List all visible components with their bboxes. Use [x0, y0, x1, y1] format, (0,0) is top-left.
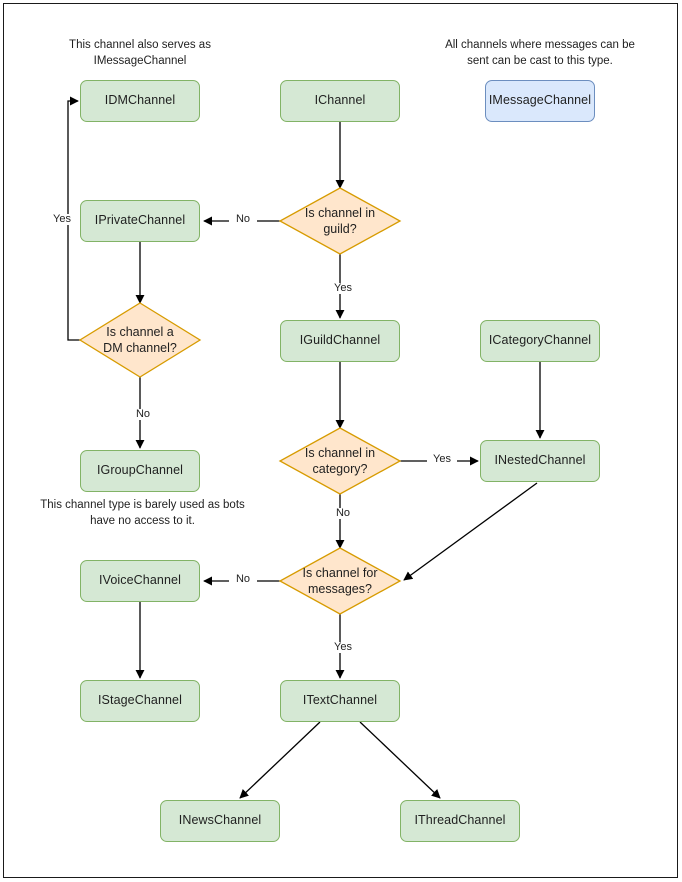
edge-itextchannel-to-inewschannel	[239, 721, 321, 799]
node-label: IVoiceChannel	[99, 573, 181, 588]
edge-label-category-no: No	[329, 508, 357, 519]
decision-line-1: Is channel a	[106, 324, 174, 339]
node-iguildchannel[interactable]: IGuildChannel	[280, 320, 400, 362]
decision-shape-is-in-category	[278, 427, 402, 495]
decision-line-1: Is channel in	[304, 205, 376, 220]
node-ichannel[interactable]: IChannel	[280, 80, 400, 122]
node-label: IGroupChannel	[96, 463, 184, 478]
node-ithreadchannel[interactable]: IThreadChannel	[400, 800, 520, 842]
node-inewschannel[interactable]: INewsChannel	[160, 800, 280, 842]
decision-shape-is-dm-channel	[78, 302, 202, 378]
decision-label: Is channel in category?	[280, 428, 400, 494]
node-label: INewsChannel	[178, 813, 262, 828]
decision-shape-is-in-guild	[278, 187, 402, 255]
decision-line-2: DM channel?	[103, 341, 177, 355]
decision-is-for-messages[interactable]: Is channel for messages?	[280, 548, 400, 614]
decision-line-2: guild?	[323, 222, 357, 236]
edge-label-messages-yes: Yes	[328, 642, 358, 653]
edge-itextchannel-to-ithreadchannel	[359, 721, 441, 799]
decision-line-2: category?	[312, 462, 368, 476]
note-dm-channel: This channel also serves as IMessageChan…	[69, 39, 211, 67]
edge-label-messages-no: No	[229, 574, 257, 585]
decision-line-1: Is channel in	[304, 445, 376, 460]
node-iprivatechannel[interactable]: IPrivateChannel	[80, 200, 200, 242]
decision-is-dm-channel[interactable]: Is channel a DM channel?	[80, 303, 200, 377]
node-itextchannel[interactable]: ITextChannel	[280, 680, 400, 722]
edge-label-dm-no: No	[129, 409, 157, 420]
node-label: IChannel	[314, 93, 366, 108]
edge-label-guild-yes: Yes	[328, 283, 358, 294]
node-label: IGuildChannel	[299, 333, 381, 348]
node-icategorychannel[interactable]: ICategoryChannel	[480, 320, 600, 362]
node-igroupchannel[interactable]: IGroupChannel	[80, 450, 200, 492]
decision-label: Is channel for messages?	[280, 548, 400, 614]
decision-is-in-guild[interactable]: Is channel in guild?	[280, 188, 400, 254]
decision-line-2: messages?	[308, 582, 372, 596]
node-label: ITextChannel	[302, 693, 378, 708]
node-ivoicechannel[interactable]: IVoiceChannel	[80, 560, 200, 602]
node-label: ICategoryChannel	[488, 333, 592, 348]
node-imessagechannel[interactable]: IMessageChannel	[485, 80, 595, 122]
node-label: IDMChannel	[104, 93, 176, 108]
decision-shape-is-for-messages	[278, 547, 402, 615]
edge-label-dm-yes: Yes	[47, 214, 77, 225]
edge-label-guild-no: No	[229, 214, 257, 225]
node-istagechannel[interactable]: IStageChannel	[80, 680, 200, 722]
node-label: IPrivateChannel	[94, 213, 186, 228]
decision-label: Is channel in guild?	[280, 188, 400, 254]
node-label: IMessageChannel	[488, 93, 592, 108]
node-inestedchannel[interactable]: INestedChannel	[480, 440, 600, 482]
node-label: IStageChannel	[97, 693, 182, 708]
note-message-channel: All channels where messages can be sent …	[445, 39, 635, 67]
decision-label: Is channel a DM channel?	[80, 303, 200, 377]
edge-label-category-yes: Yes	[427, 454, 457, 465]
edge-inestedchannel-to-isformessages	[403, 482, 538, 581]
node-idmchannel[interactable]: IDMChannel	[80, 80, 200, 122]
node-label: INestedChannel	[494, 453, 586, 468]
note-group-channel: This channel type is barely used as bots…	[40, 499, 245, 527]
node-label: IThreadChannel	[414, 813, 506, 828]
decision-line-1: Is channel for	[302, 565, 378, 580]
decision-is-in-category[interactable]: Is channel in category?	[280, 428, 400, 494]
